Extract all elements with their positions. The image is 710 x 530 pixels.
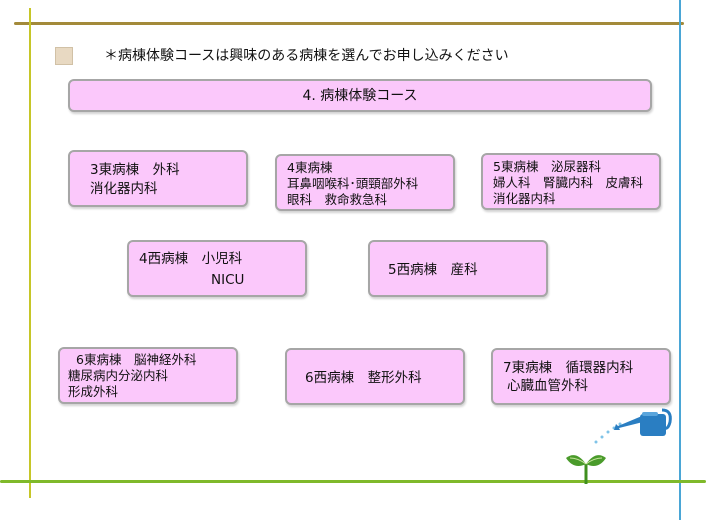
course-line: 7東病棟 循環器内科	[503, 360, 634, 376]
note-icon	[55, 47, 73, 65]
left-border-line	[29, 8, 31, 498]
watering-can-icon	[614, 408, 672, 436]
course-title: 4. 病棟体験コース	[302, 88, 418, 104]
course-line: 婦人科 腎臓内科 皮膚科	[493, 175, 644, 190]
water-drops-icon	[594, 422, 622, 444]
course-box-5west[interactable]: 5西病棟 産科	[368, 240, 548, 297]
course-line: 眼科 救命救急科	[287, 192, 388, 207]
course-box-4west[interactable]: 4西病棟 小児科 NICU	[127, 240, 307, 297]
course-box-7east[interactable]: 7東病棟 循環器内科 心臓血管外科	[491, 348, 671, 405]
course-line: 心臓血管外科	[507, 378, 588, 394]
course-box-4east[interactable]: 4東病棟 耳鼻咽喉科･頭頸部外科 眼科 救命救急科	[275, 154, 455, 211]
course-box-6west[interactable]: 6西病棟 整形外科	[285, 348, 465, 405]
header-note: ＊病棟体験コースは興味のある病棟を選んでお申し込みください	[104, 48, 509, 64]
course-line: 消化器内科	[493, 191, 556, 206]
course-title-bar: 4. 病棟体験コース	[68, 79, 652, 112]
course-box-3east[interactable]: 3東病棟 外科 消化器内科	[68, 150, 248, 207]
bottom-border-line	[0, 480, 706, 483]
course-box-5east[interactable]: 5東病棟 泌尿器科 婦人科 腎臓内科 皮膚科 消化器内科	[481, 153, 661, 210]
course-line: 4東病棟	[287, 160, 333, 175]
course-line: 4西病棟 小児科	[139, 251, 243, 267]
course-line: 形成外科	[68, 384, 119, 399]
top-border-line	[14, 22, 684, 25]
sprout-icon	[566, 455, 606, 484]
course-line: 耳鼻咽喉科･頭頸部外科	[287, 176, 419, 191]
course-line: 5西病棟 産科	[388, 262, 478, 278]
course-line: 消化器内科	[90, 181, 158, 197]
course-line: 6東病棟 脳神経外科	[76, 352, 197, 367]
course-line: 3東病棟 外科	[90, 162, 180, 178]
course-box-6east[interactable]: 6東病棟 脳神経外科 糖尿病内分泌内科 形成外科	[58, 347, 238, 404]
course-line: 6西病棟 整形外科	[305, 370, 422, 386]
course-line: 糖尿病内分泌内科	[68, 368, 169, 383]
course-line: NICU	[211, 272, 245, 288]
course-line: 5東病棟 泌尿器科	[493, 159, 601, 174]
right-border-line	[679, 0, 681, 520]
